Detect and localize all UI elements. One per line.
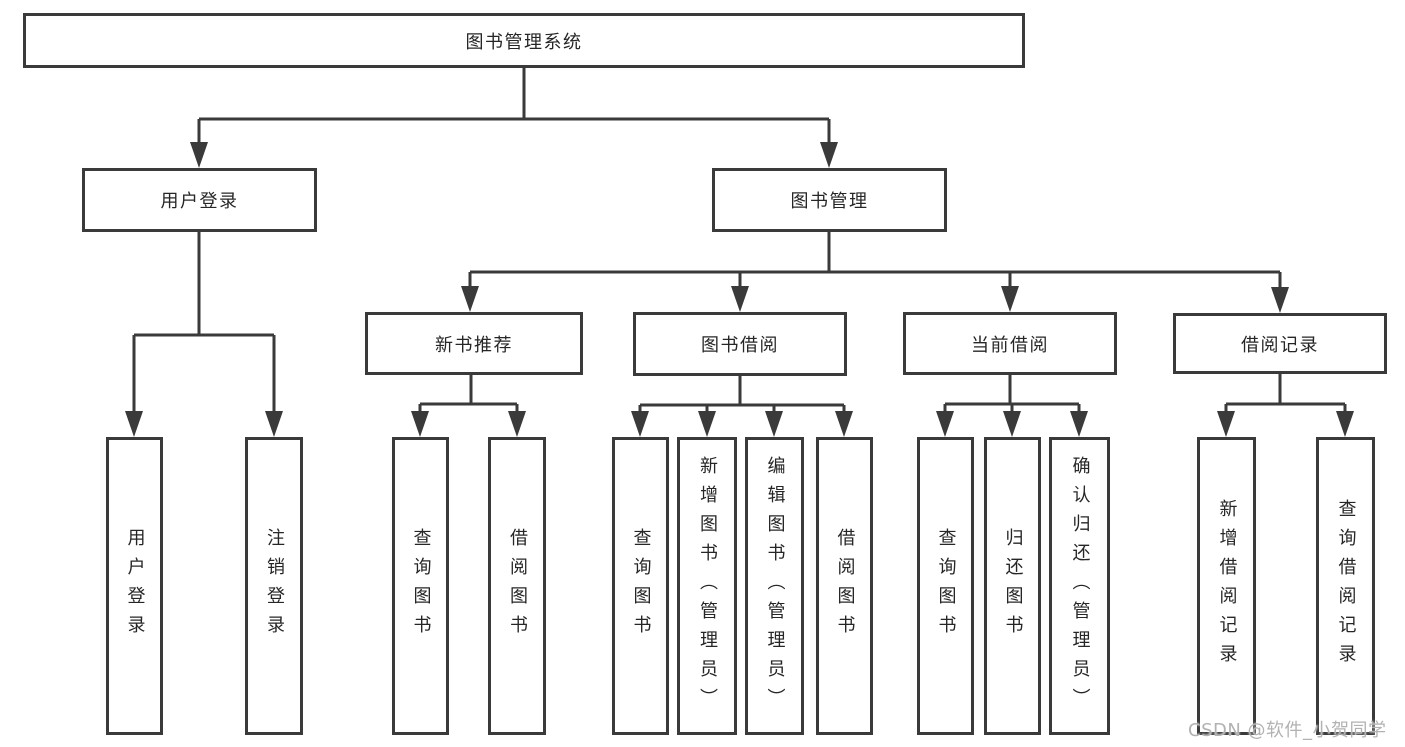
connector-currentborrow-to-leaves [943, 375, 1081, 413]
node-leaf-logout: 注销登录 [245, 437, 303, 735]
arrowhead-icon [1001, 286, 1019, 312]
arrowhead-icon [1271, 287, 1289, 313]
arrowhead-icon [631, 411, 649, 437]
arrowhead-icon [731, 286, 749, 312]
arrowhead-icon [508, 411, 526, 437]
node-leaf-cb-query-books: 查询图书 [917, 437, 974, 735]
arrowhead-icon [411, 411, 429, 437]
watermark: CSDN @软件_小贺同学 [1188, 720, 1387, 741]
connector-userlogin-to-leaves [132, 232, 276, 413]
connector-bookmgmt-to-level3 [468, 232, 1282, 289]
node-new-books: 新书推荐 [365, 312, 583, 375]
node-current-borrow: 当前借阅 [903, 312, 1117, 375]
node-leaf-user-login-label: 用户登录 [124, 528, 146, 644]
connector-root-to-level2 [197, 68, 831, 144]
node-borrow-records-label: 借阅记录 [1241, 334, 1319, 356]
connector-bookborrow-to-leaves [638, 376, 846, 413]
node-leaf-br-add-record: 新增借阅记录 [1197, 437, 1256, 735]
node-new-books-label: 新书推荐 [435, 334, 513, 356]
node-leaf-bb-query-books-label: 查询图书 [630, 528, 652, 644]
node-leaf-cb-query-books-label: 查询图书 [935, 528, 957, 644]
node-leaf-br-query-record-label: 查询借阅记录 [1335, 499, 1357, 673]
node-borrow-records: 借阅记录 [1173, 313, 1387, 374]
node-leaf-nb-query-books-label: 查询图书 [410, 528, 432, 644]
node-leaf-bb-add-books: 新增图书（管理员） [677, 437, 737, 735]
arrowhead-icon [1336, 411, 1354, 437]
arrowhead-icon [1003, 411, 1021, 437]
node-user-login: 用户登录 [82, 168, 317, 232]
node-leaf-bb-borrow-books-label: 借阅图书 [834, 528, 856, 644]
node-leaf-cb-confirm-return-label: 确认归还（管理员） [1069, 455, 1091, 717]
node-root: 图书管理系统 [23, 13, 1025, 68]
node-book-borrow: 图书借阅 [633, 312, 847, 376]
node-leaf-cb-confirm-return: 确认归还（管理员） [1049, 437, 1110, 735]
arrowhead-icon [698, 411, 716, 437]
node-leaf-cb-return-books-label: 归还图书 [1002, 528, 1024, 644]
node-leaf-bb-query-books: 查询图书 [612, 437, 669, 735]
node-leaf-br-query-record: 查询借阅记录 [1316, 437, 1375, 735]
node-book-mgmt: 图书管理 [712, 168, 947, 232]
arrowhead-icon [125, 411, 143, 437]
connector-records-to-leaves [1224, 374, 1347, 413]
node-leaf-nb-borrow-books: 借阅图书 [488, 437, 546, 735]
arrowhead-icon [820, 142, 838, 168]
arrowhead-icon [765, 411, 783, 437]
arrowhead-icon [835, 411, 853, 437]
node-leaf-user-login: 用户登录 [106, 437, 163, 735]
node-leaf-bb-add-books-label: 新增图书（管理员） [697, 455, 718, 717]
arrowhead-icon [1217, 411, 1235, 437]
connector-newbooks-to-leaves [418, 375, 519, 413]
node-leaf-nb-borrow-books-label: 借阅图书 [507, 528, 528, 644]
arrowhead-icon [1070, 411, 1088, 437]
node-leaf-logout-label: 注销登录 [264, 528, 285, 644]
arrowhead-icon [190, 142, 208, 168]
node-leaf-bb-edit-books-label: 编辑图书（管理员） [764, 455, 786, 717]
arrowhead-icon [265, 411, 283, 437]
node-leaf-bb-borrow-books: 借阅图书 [816, 437, 873, 735]
node-book-borrow-label: 图书借阅 [701, 335, 779, 356]
arrowhead-icon [461, 286, 479, 312]
node-leaf-nb-query-books: 查询图书 [392, 437, 449, 735]
node-leaf-bb-edit-books: 编辑图书（管理员） [745, 437, 804, 735]
node-leaf-cb-return-books: 归还图书 [984, 437, 1041, 735]
node-root-label: 图书管理系统 [465, 31, 583, 53]
arrowhead-icon [936, 411, 954, 437]
node-book-mgmt-label: 图书管理 [790, 191, 869, 212]
node-current-borrow-label: 当前借阅 [971, 334, 1049, 356]
node-user-login-label: 用户登录 [160, 191, 239, 212]
node-leaf-br-add-record-label: 新增借阅记录 [1216, 499, 1238, 673]
